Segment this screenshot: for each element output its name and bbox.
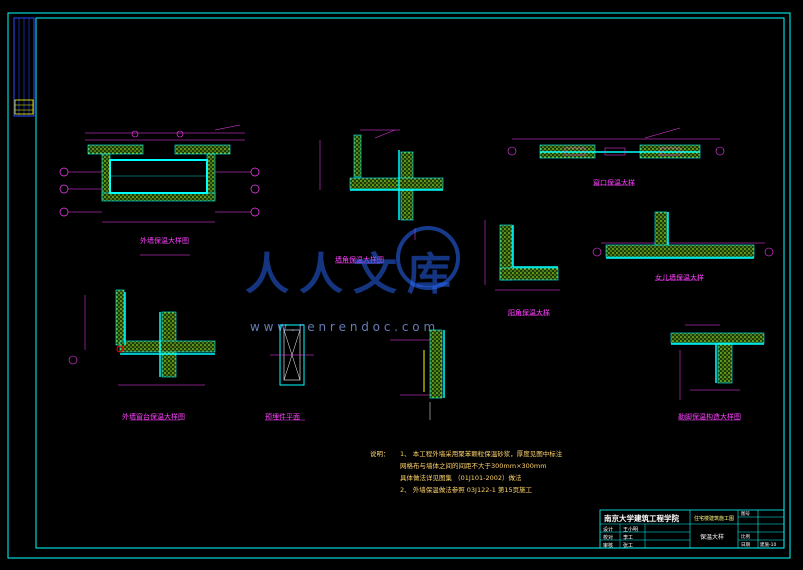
title-person: 张工 (623, 543, 634, 549)
detail-plan-a (59, 124, 260, 256)
title-project: 住宅楼建筑施工图 (694, 516, 735, 522)
detail-plan-d (484, 220, 560, 316)
caption-plan-a: 外墙保温大样图 (140, 237, 189, 245)
detail-plan-e (592, 211, 774, 281)
notes-line: 2、 外墙保温做法参照 03J122-1 第15页施工 (400, 486, 533, 494)
detail-plan-b (319, 129, 444, 264)
caption-plan-f: 外墙窗台保温大样图 (122, 413, 185, 421)
title-block-frame (599, 509, 785, 549)
detail-plan-h (390, 329, 445, 420)
title-person: 李工 (623, 535, 634, 541)
sheet-number: 建施-10 (760, 543, 777, 548)
outer-frame (7, 12, 791, 559)
title-role: 校对 (603, 535, 614, 541)
caption-plan-h: 勒脚保温构造大样图 (678, 413, 741, 421)
title-right-label: 日期 (741, 543, 750, 548)
caption-plan-g: 预埋件平面 (265, 413, 300, 421)
notes-line: 具体做法详见图集 （01J101-2002）做法 (400, 474, 522, 482)
detail-plan-i (670, 324, 765, 421)
notes-line: 1、 本工程外墙采用聚苯颗粒保温砂浆，厚度见图中标注 (400, 450, 563, 458)
title-right-label: 图号 (741, 512, 750, 517)
notes-label: 说明： (370, 450, 390, 458)
inner-frame (35, 17, 785, 549)
title-drawing-name: 保温大样 (700, 534, 725, 541)
title-person: 王小明 (623, 527, 639, 533)
watermark-logo (396, 226, 460, 290)
detail-plan-g (265, 324, 314, 421)
title-role: 审核 (603, 543, 614, 549)
caption-plan-c: 窗口保温大样 (593, 179, 635, 187)
caption-plan-d: 阳角保温大样 (508, 309, 550, 317)
notes-body: 1、 本工程外墙采用聚苯颗粒保温砂浆，厚度见图中标注 网格布与墙体之间的间距不大… (400, 448, 700, 496)
title-role: 设计 (603, 527, 614, 533)
binding-strip (13, 17, 35, 117)
title-school: 南京大学建筑工程学院 (604, 514, 679, 523)
watermark-url: w w w . r e n r e n d o c . c o m (250, 320, 436, 334)
caption-plan-b: 墙角保温大样图 (335, 256, 384, 264)
caption-plan-e: 女儿墙保温大样 (655, 274, 704, 282)
watermark-text: 人人文库 (245, 249, 461, 300)
title-right-label: 比例 (741, 535, 750, 540)
notes-line: 网格布与墙体之间的间距不大于300mm×300mm (400, 462, 547, 470)
detail-plan-f (68, 289, 216, 421)
detail-plan-c (507, 127, 725, 186)
